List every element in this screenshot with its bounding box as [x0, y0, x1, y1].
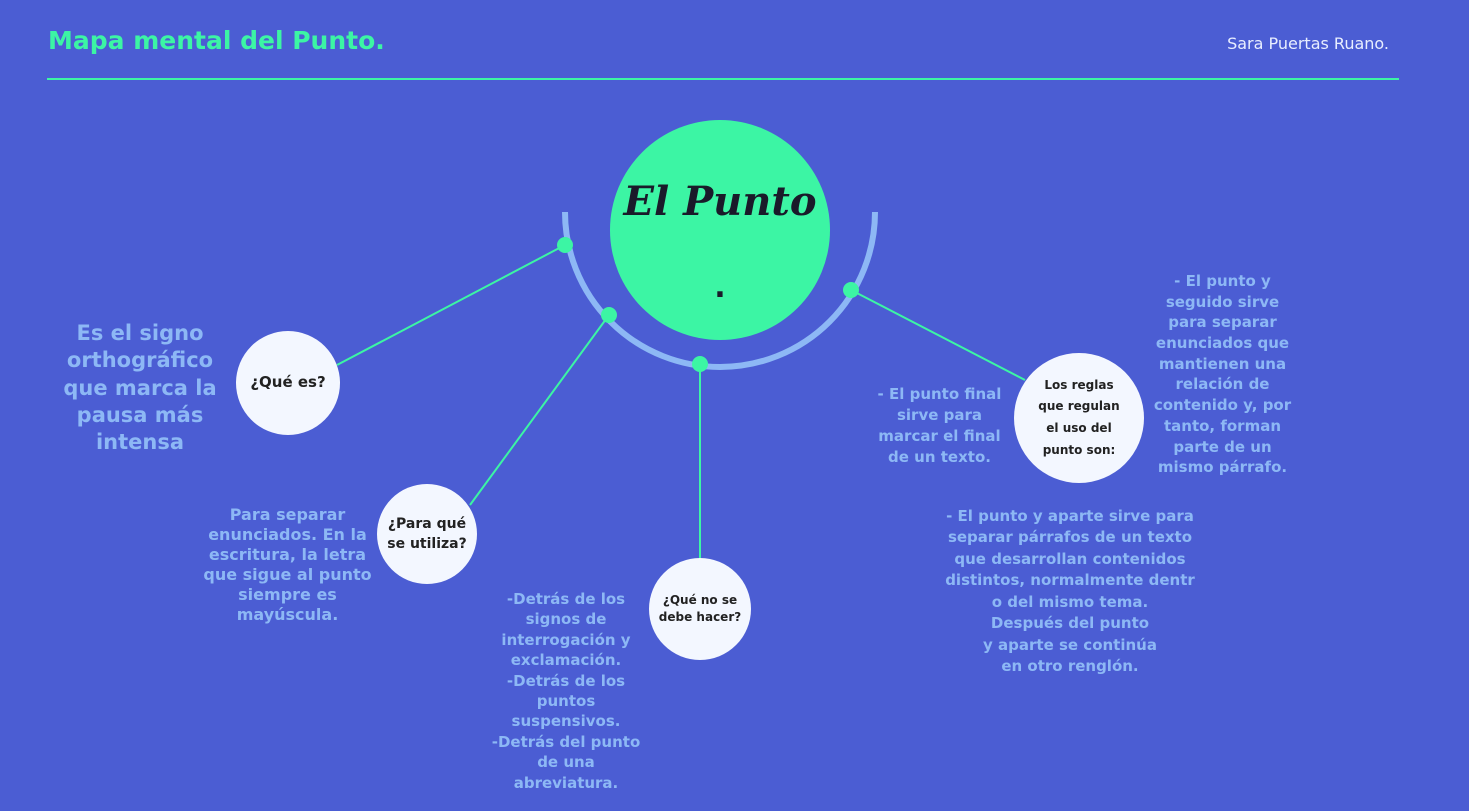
- page-title: Mapa mental del Punto.: [48, 26, 385, 55]
- text-no-hacer: -Detrás de los signos de interrogación y…: [491, 590, 641, 792]
- connector-dot: [843, 282, 859, 298]
- central-title: El Punto: [623, 178, 817, 225]
- text-punto-final: - El punto final sirve para marcar el fi…: [877, 385, 1002, 466]
- text-para-que: Para separar enunciados. En la escritura…: [203, 505, 372, 624]
- node-para-que[interactable]: ¿Para qué se utiliza?: [377, 484, 477, 584]
- author-name: Sara Puertas Ruano.: [1227, 34, 1389, 53]
- header-divider: [47, 78, 1399, 80]
- connector-dot: [692, 356, 708, 372]
- arc: [562, 211, 878, 370]
- central-dot: .: [714, 270, 726, 305]
- node-no-hacer[interactable]: ¿Qué no se debe hacer?: [649, 558, 751, 660]
- connector-dot: [601, 307, 617, 323]
- node-reglas[interactable]: Los reglas que regulan el uso del punto …: [1014, 353, 1144, 483]
- text-punto-seguido: - El punto y seguido sirve para separar …: [1153, 272, 1292, 477]
- text-punto-aparte: - El punto y aparte sirve para separar p…: [945, 507, 1195, 676]
- text-que-es: Es el signo orthográfico que marca la pa…: [63, 321, 217, 455]
- connector-dot: [557, 237, 573, 253]
- connector-para-que: [469, 314, 610, 506]
- node-que-es[interactable]: ¿Qué es?: [236, 331, 340, 435]
- connector-reglas: [850, 289, 1026, 381]
- connector-que-es: [336, 244, 566, 366]
- central-node[interactable]: El Punto .: [610, 120, 830, 340]
